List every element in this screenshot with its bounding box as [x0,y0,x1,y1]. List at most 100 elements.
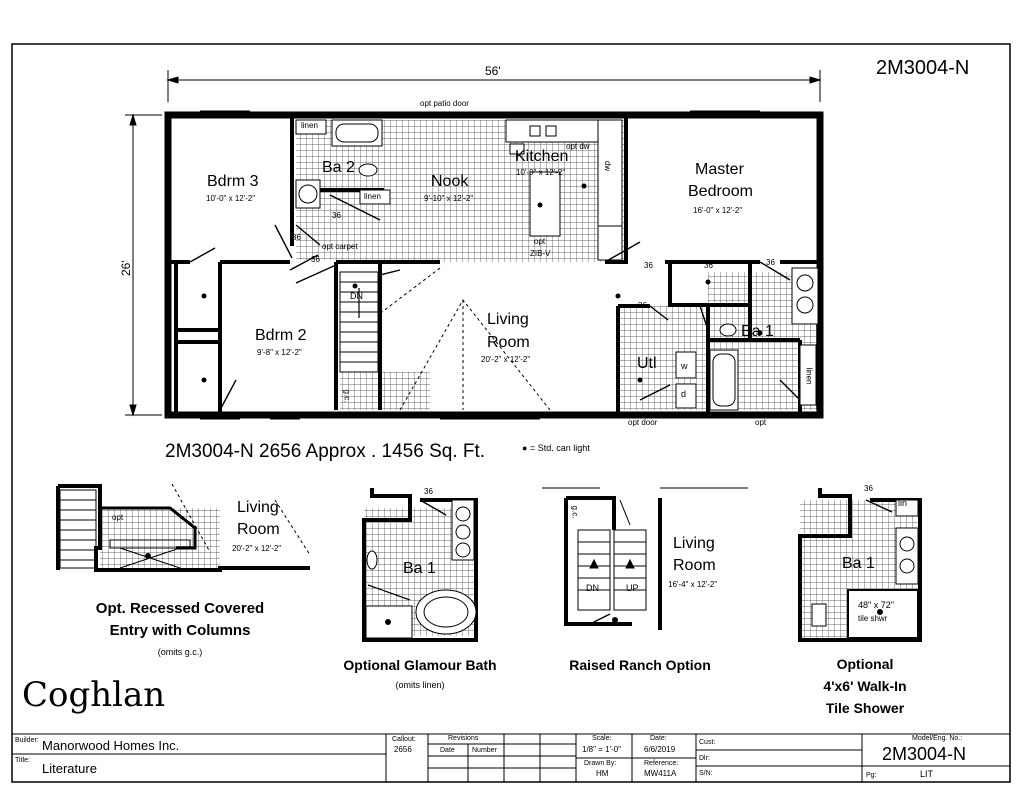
plan-name-signature: Coghlan [22,675,166,715]
cust-field-label: Cust: [699,739,716,746]
reference-field-label: Reference: [644,760,679,767]
shower-room-label: Ba 1 [842,555,875,572]
ba2-label: Ba 2 [322,159,355,176]
title-value: Literature [42,761,97,776]
bdrm2-size: 9'-8" x 12'-2" [257,348,302,357]
shower-tile-label: tile shwr [858,614,888,623]
bdrm2-label: Bdrm 2 [255,327,307,344]
opt-carpet-label: opt carpet [322,242,358,251]
ranch-dn-label: DN [586,583,599,593]
sn-field-label: S/N: [699,770,713,777]
title-block-grid [11,733,1011,783]
shower-caption-line1: Optional [836,656,894,672]
shower-dim: 36 [864,484,873,493]
callout-field-label: Callout: [392,736,416,743]
revision-number-col: Number [472,747,497,754]
opt-door-label: opt door [628,418,658,427]
can-lights [201,183,763,383]
model-field-label: Model/Eng. No.: [912,735,963,742]
opt-zibv-line1: opt [534,237,546,246]
dn-label: DN [350,291,363,301]
washer-label: w [681,361,688,371]
master-label-line1: Master [695,161,744,178]
opt-label: opt [755,418,767,427]
door-width-3: 36 [311,255,320,264]
bath1-fixtures [675,267,819,411]
opt-zibv-line2: ZIB-V [530,249,551,258]
width-dimension [166,70,822,102]
doors [189,194,801,411]
scale-field-label: Scale: [592,735,612,742]
callout-value: 2656 [394,745,412,754]
entry-caption-line2: Entry with Columns [109,622,251,639]
linen-ba1-label: linen [804,367,814,385]
model-number-header: 2M3004-N [876,57,970,79]
door-width-4: 36 [644,261,653,270]
nook-label: Nook [431,173,469,190]
linen2-label: linen [364,192,381,201]
ranch-living-line1: Living [673,535,715,552]
glamour-room-label: Ba 1 [403,560,436,577]
shower-caption-line3: Tile Shower [825,700,905,716]
drawn-by-value: HM [596,769,609,778]
windows [200,110,760,420]
opt-entry-drawing [56,483,311,572]
scale-value: 1/8" = 1'-0" [582,745,622,754]
summary-callout: 2656 [259,441,302,462]
glamour-caption: Optional Glamour Bath [343,657,497,673]
dryer-label: d [681,389,687,399]
pg-field-label: Pg: [866,772,877,779]
depth-dimension-label: 26' [119,260,133,276]
opt-glamour-drawing [362,488,478,642]
exterior-walls [164,111,824,419]
door-width-6: 36 [766,258,775,267]
entry-living-size: 20'-2" x 12'-2" [232,544,282,553]
drawn-by-field-label: Drawn By: [584,760,617,767]
door-width-7: 36 [638,301,647,310]
opt-dw-label: opt dw [566,142,590,151]
ranch-gc-label: g.c. [570,505,580,519]
shower-caption-line2: 4'x6' Walk-In [823,678,907,694]
shower-lin-label: lin [898,498,908,508]
utl-label: Utl [637,355,657,372]
linen-label: linen [301,121,318,130]
builder-field-label: Builder: [15,737,39,744]
ranch-up-label: UP [626,583,639,593]
model-value: 2M3004-N [882,744,967,764]
dw-label: dw [603,160,613,172]
revision-date-col: Date [440,747,455,754]
summary-area: Approx . 1456 Sq. Ft. [305,441,486,462]
can-light-legend-text: = Std. can light [529,443,590,453]
living-label-line2: Room [487,334,530,351]
builder-value: Manorwood Homes Inc. [42,738,180,753]
date-value: 6/6/2019 [644,745,676,754]
ranch-living-size: 16'-4" x 12'-2" [668,580,718,589]
ranch-living-line2: Room [673,557,716,574]
summary-model: 2M3004-N [165,441,254,462]
glamour-note: (omits linen) [395,680,445,690]
title-field-label: Title: [15,757,30,764]
stairs [339,271,379,373]
kitchen-size: 10'-0" x 12'-2" [516,168,566,177]
dlr-field-label: Dlr: [699,755,710,762]
kitchen-label: Kitchen [515,148,569,165]
entry-opt-label: opt [112,513,124,522]
reference-value: MW411A [644,769,677,778]
nook-size: 9'-10" x 12'-2" [424,194,474,203]
opt-ranch-drawing [542,487,748,630]
pg-value: LIT [920,769,934,779]
vault-lines [381,267,551,411]
door-width-5: 36 [704,261,713,270]
door-width-1: 36 [332,211,341,220]
ba1-label: Ba 1 [741,323,774,340]
entry-caption-line1: Opt. Recessed Covered [95,600,265,617]
bdrm3-size: 10'-0" x 12'-2" [206,194,256,203]
plan-summary: 2M3004-N 2656 Approx . 1456 Sq. Ft. [165,442,485,461]
glamour-dim: 36 [424,487,433,496]
shower-size: 48" x 72" [858,600,894,610]
door-width-2: 36 [292,233,301,242]
master-label-line2: Bedroom [688,183,753,200]
gc-label: g.c. [342,389,352,403]
